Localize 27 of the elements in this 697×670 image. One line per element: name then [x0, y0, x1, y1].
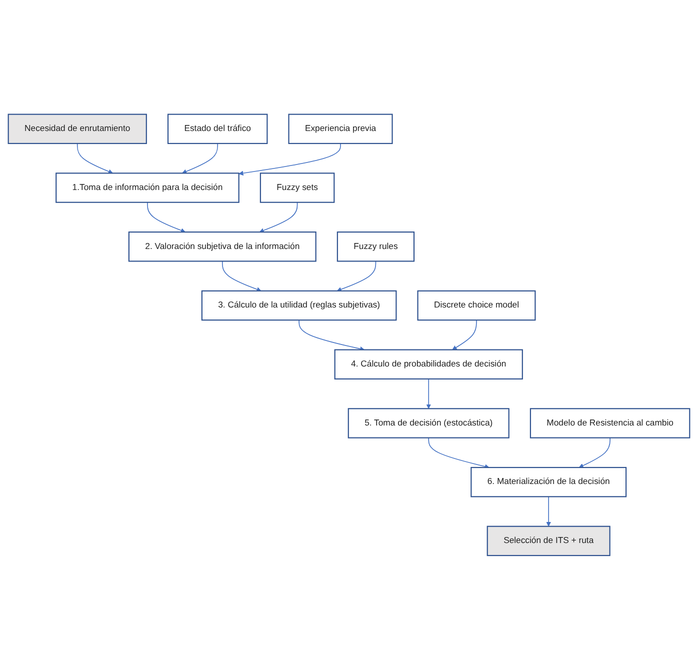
node-box: 3. Cálculo de la utilidad (reglas subjetivas): [200, 290, 396, 321]
arrow: [452, 320, 476, 350]
node-box: Fuzzy sets: [259, 172, 334, 203]
node-box: 5. Toma de decisión (estocástica): [347, 408, 509, 438]
arrow: [76, 143, 112, 174]
node-box: Experiencia previa: [288, 114, 392, 144]
node-box: 4. Cálculo de probabilidades de decisión: [334, 349, 522, 380]
arrow: [336, 260, 376, 292]
arrow: [578, 437, 610, 468]
arrow: [426, 378, 430, 409]
node-box: Modelo de Resistencia al cambio: [529, 408, 690, 438]
arrow: [182, 143, 218, 174]
node-box: Fuzzy rules: [336, 232, 414, 262]
node-box: Selección de ITS + ruta: [486, 526, 610, 556]
arrow: [221, 260, 261, 292]
arrow: [238, 143, 340, 176]
node-box: Estado del tráfico: [166, 114, 268, 144]
arrow: [298, 320, 364, 352]
arrow: [258, 202, 298, 233]
node-box: 2. Valoración subjetiva de la información: [128, 232, 316, 262]
node-box: Necesidad de enrutamiento: [7, 114, 146, 144]
node-box: 6. Materialización de la decisión: [470, 467, 626, 498]
arrow: [428, 437, 489, 469]
node-box: 1.Toma de información para la decisión: [55, 172, 239, 203]
arrow: [146, 202, 185, 233]
node-box: Discrete choice model: [416, 290, 536, 321]
arrow: [546, 496, 550, 527]
